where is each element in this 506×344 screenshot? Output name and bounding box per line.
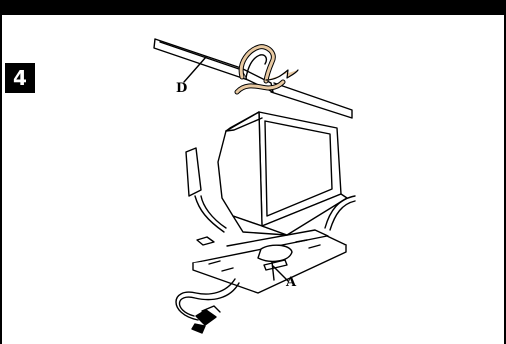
left-cable	[179, 283, 239, 316]
mounting-tray	[193, 230, 346, 293]
crt-monitor	[186, 112, 347, 235]
callout-a-label: A	[286, 275, 296, 290]
callout-d-label: D	[176, 81, 187, 96]
